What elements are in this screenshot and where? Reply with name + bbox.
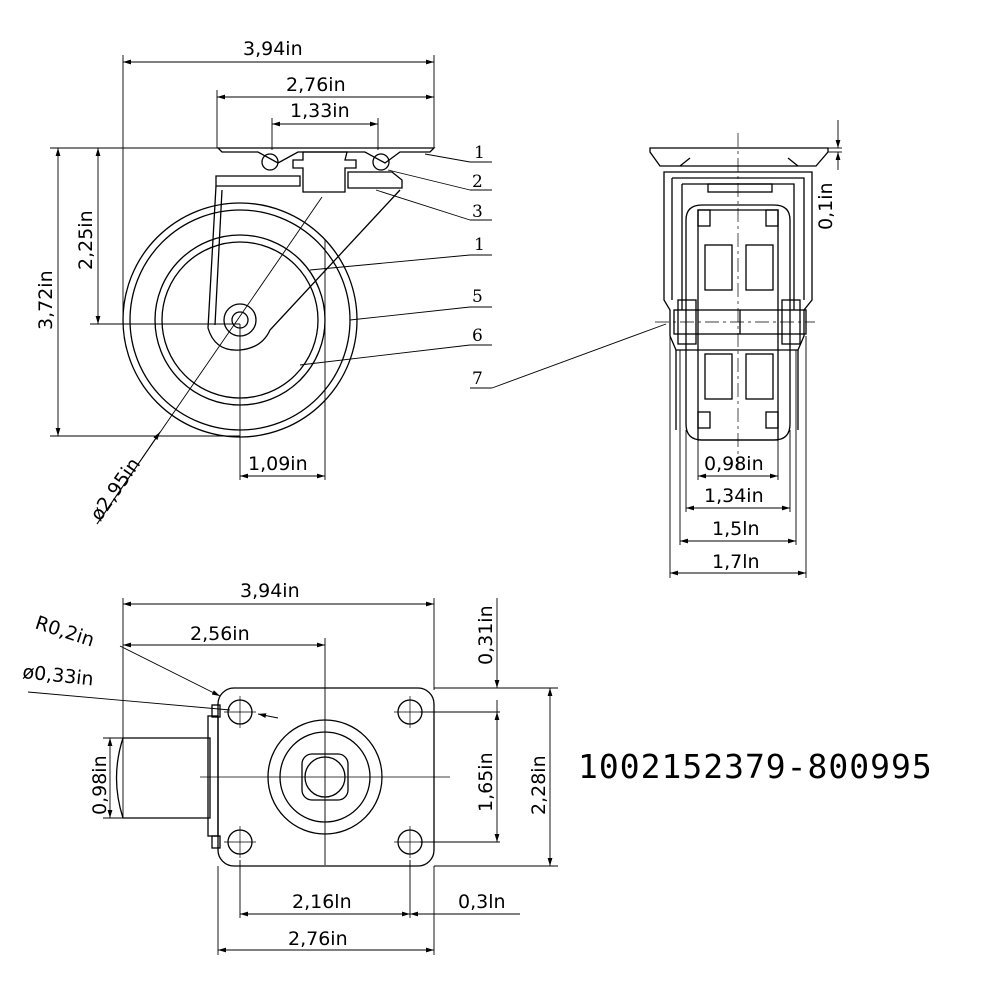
top-view: 3,94in 2,56in R0,2in ø0,33in 0,31in 1,65… bbox=[21, 580, 558, 955]
side-view: 7 0,1in 0,98in 1,34in 1,5ln 1,7ln bbox=[470, 120, 842, 578]
callout-1b: 1 bbox=[474, 235, 485, 255]
callout-7: 7 bbox=[472, 369, 483, 389]
top-hole-spacing-horizontal: 2,16ln bbox=[292, 891, 352, 913]
front-overall-width: 3,94in bbox=[243, 38, 303, 60]
side-hub-width: 0,98in bbox=[704, 453, 764, 475]
top-wheel-width: 0,98in bbox=[89, 755, 111, 815]
top-plate-width: 2,76in bbox=[288, 928, 348, 950]
top-offset-to-center: 2,56in bbox=[190, 623, 250, 645]
top-plate-length: 2,28in bbox=[528, 755, 550, 815]
front-overall-height: 3,72in bbox=[35, 270, 57, 330]
front-view: 3,94in 2,76in 1,33in 3,72in 2,25in ø2,95… bbox=[35, 38, 492, 525]
side-fork-outer-width: 1,7ln bbox=[712, 551, 760, 573]
part-number: 1002152379-800995 bbox=[578, 747, 933, 786]
front-kingpin-width: 1,33in bbox=[290, 100, 350, 122]
front-wheel-diameter: ø2,95in bbox=[86, 454, 145, 525]
top-edge-to-hole: 0,31in bbox=[475, 605, 497, 665]
callout-6: 6 bbox=[472, 326, 483, 346]
callout-5: 5 bbox=[472, 287, 483, 307]
callout-1a: 1 bbox=[474, 143, 485, 163]
top-overall-width: 3,94in bbox=[240, 580, 300, 602]
callout-3: 3 bbox=[472, 202, 483, 222]
top-hole-spacing-vertical: 1,65in bbox=[475, 752, 497, 812]
front-plate-width: 2,76in bbox=[286, 74, 346, 96]
front-swivel-offset: 1,09in bbox=[248, 453, 308, 475]
callout-2: 2 bbox=[472, 172, 483, 192]
side-fork-inner-width: 1,5ln bbox=[712, 518, 760, 540]
top-corner-radius: R0,2in bbox=[32, 612, 97, 652]
side-tread-width: 1,34in bbox=[704, 485, 764, 507]
front-axle-height: 2,25in bbox=[75, 210, 97, 270]
top-hole-to-edge: 0,3ln bbox=[458, 891, 506, 913]
top-hole-diameter: ø0,33in bbox=[21, 661, 94, 690]
side-plate-thickness: 0,1in bbox=[815, 182, 837, 230]
